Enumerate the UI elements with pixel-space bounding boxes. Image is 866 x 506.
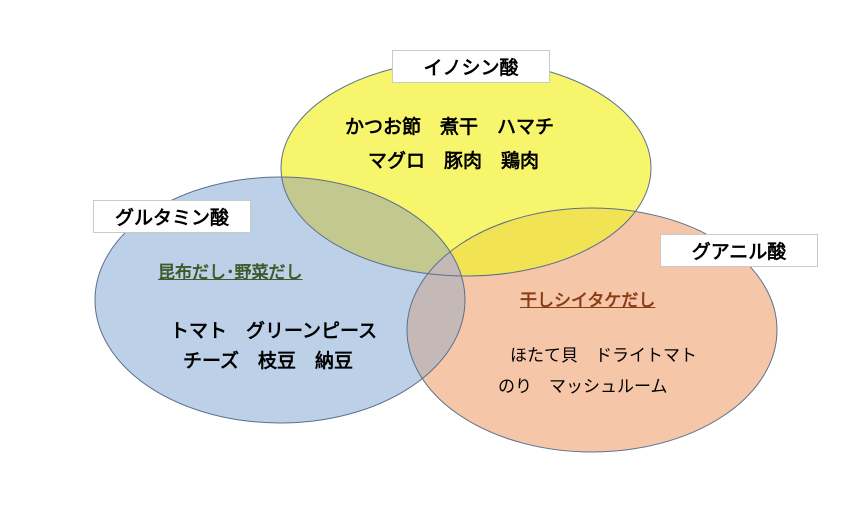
inosine-foods-line1: かつお節 煮干 ハマチ <box>345 116 555 138</box>
guanyl-label: グアニル酸 <box>660 234 818 267</box>
glutamine-foods-line1: トマト グリーンピース <box>170 320 378 342</box>
guanyl-foods-line1: ほたて貝 ドライトマト <box>510 346 697 366</box>
glutamine-outline <box>94 176 466 424</box>
guanyl-outline <box>406 207 778 453</box>
inosine-glutamine-overlap <box>281 177 465 276</box>
inosine-label: イノシン酸 <box>392 50 550 83</box>
inosine-foods-line2: マグロ 豚肉 鶏肉 <box>368 150 540 172</box>
glutamine-broth-subheading: 昆布だし･野菜だし <box>158 263 303 283</box>
inosine-guanyl-overlap <box>407 208 651 276</box>
guanyl-broth-subheading: 干しシイタケだし <box>520 291 656 311</box>
guanyl-foods-line2: のり マッシュルーム <box>498 377 668 397</box>
glutamine-foods-line2: チーズ 枝豆 納豆 <box>183 350 354 372</box>
glutamine-label: グルタミン酸 <box>93 200 251 233</box>
